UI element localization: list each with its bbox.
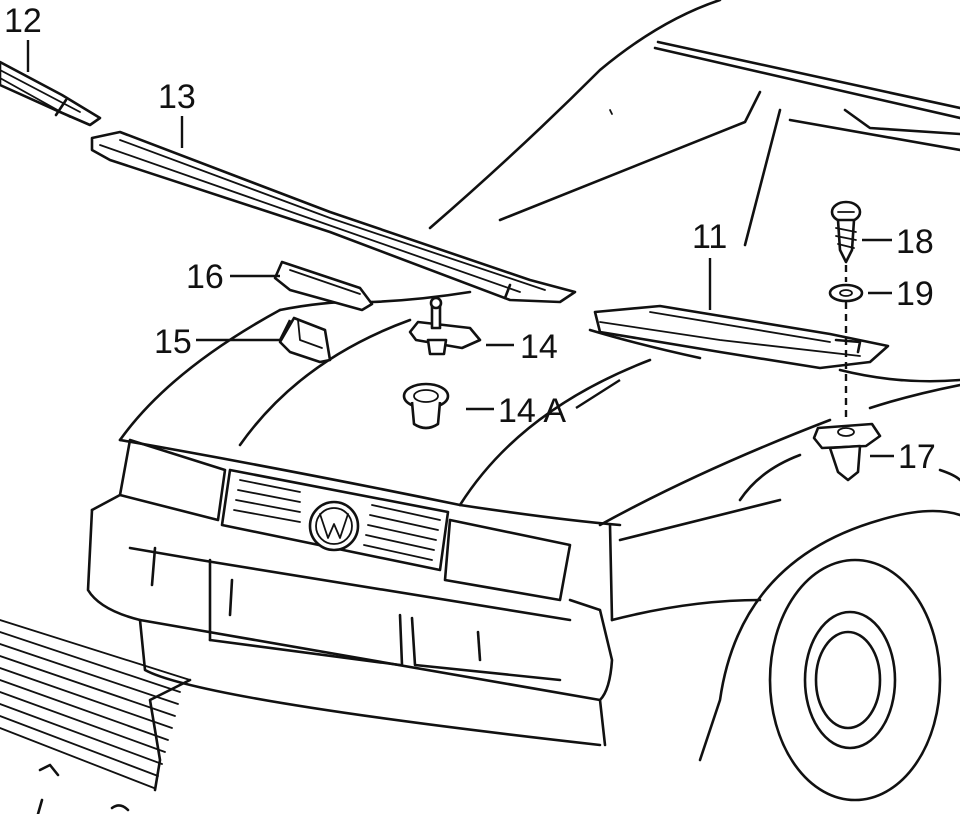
label-12: 12: [4, 2, 42, 40]
label-17: 17: [898, 438, 936, 476]
label-14a: 14 A: [498, 392, 566, 430]
front-fascia: [86, 438, 614, 747]
part-12-cowl-strip: [0, 60, 102, 127]
label-18: 18: [896, 223, 934, 261]
part-17-clip-nut: [812, 422, 882, 482]
part-13-water-deflector: [90, 130, 577, 304]
label-14: 14: [520, 328, 558, 366]
lower-grille-part: [0, 619, 192, 814]
fender-and-wheel: [608, 453, 960, 802]
part-11-deflector: [593, 304, 890, 370]
part-14a-grommet: [402, 382, 450, 430]
vw-logo-icon: [308, 500, 360, 552]
label-19: 19: [896, 275, 934, 313]
hood: [118, 290, 960, 527]
part-15-clip: [278, 316, 332, 364]
part-19-washer: [828, 283, 864, 303]
windshield-frame: [428, 0, 960, 247]
part-18-screw: [830, 200, 862, 264]
label-15: 15: [154, 323, 192, 361]
leader-lines: [26, 40, 894, 458]
label-16: 16: [186, 258, 224, 296]
label-11: 11: [692, 218, 727, 256]
part-16-bracket: [273, 260, 374, 312]
callout-labels: 12 13 11 16 15 14 14 A 18 19 17: [4, 2, 936, 476]
part-14-stud-bracket: [408, 296, 482, 356]
label-13: 13: [158, 78, 196, 116]
